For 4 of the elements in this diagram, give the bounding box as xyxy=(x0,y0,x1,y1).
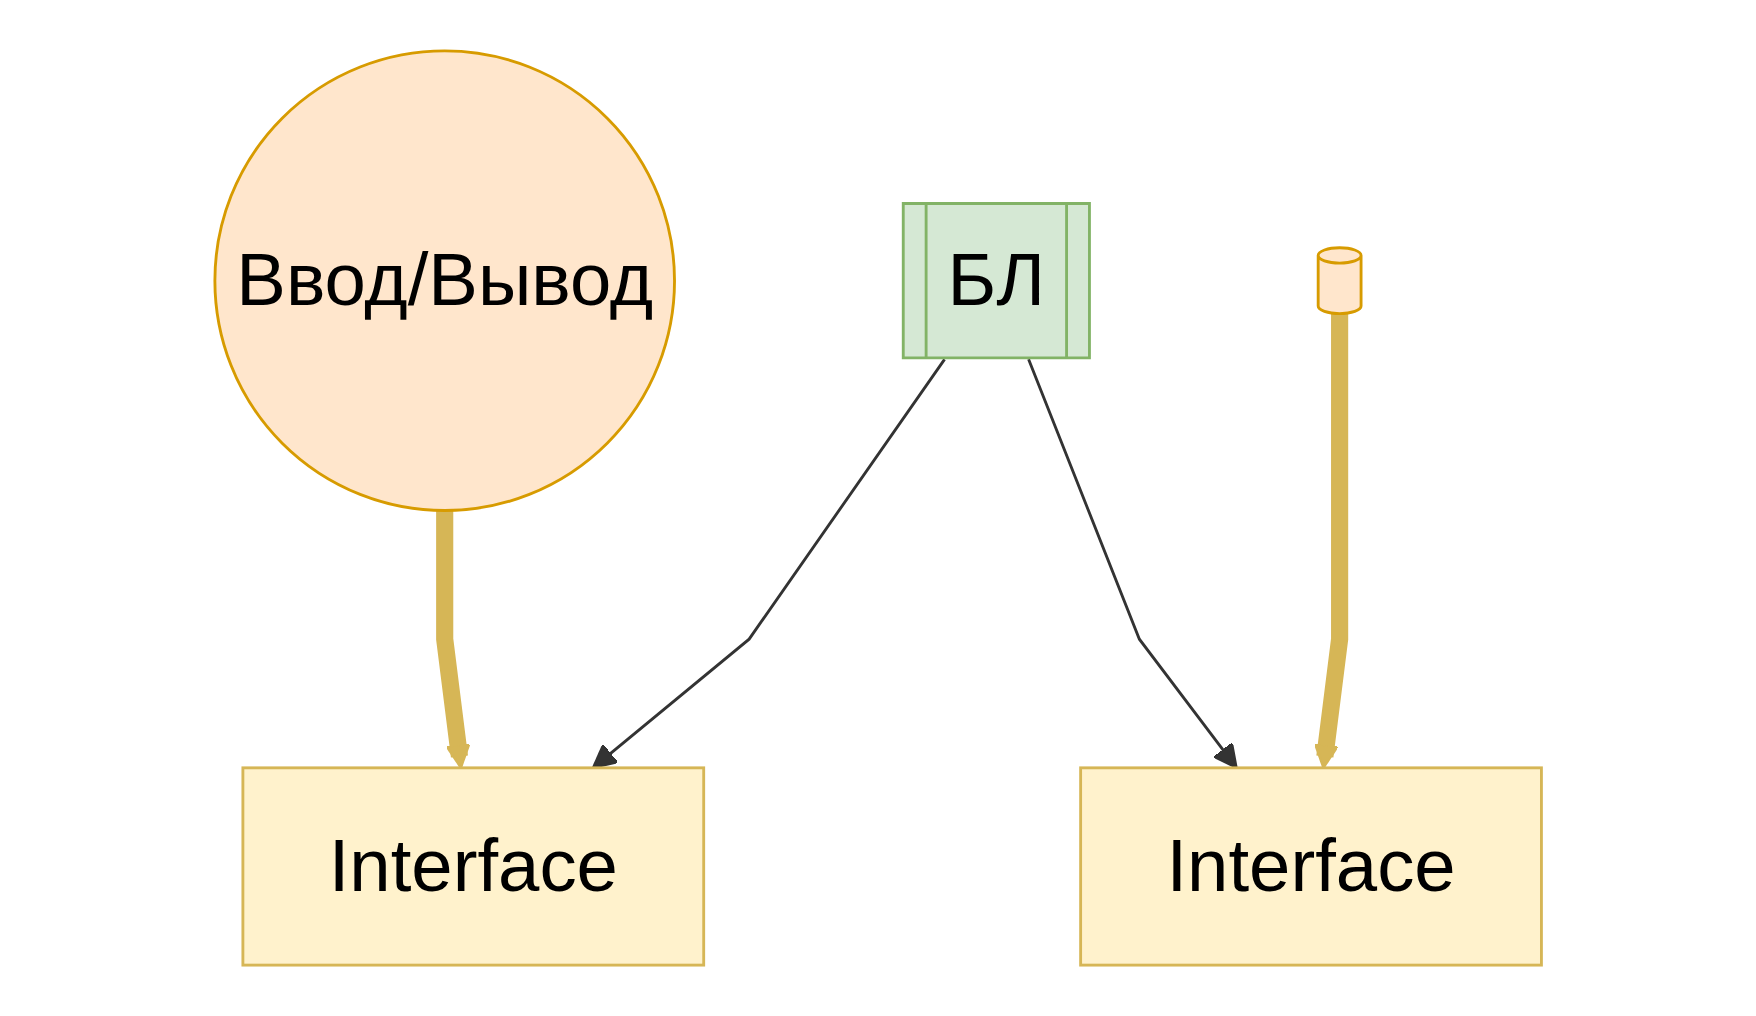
node-cylinder xyxy=(1316,246,1363,316)
node-box: Interface xyxy=(1079,766,1543,967)
node-circle: Ввод/Вывод xyxy=(213,49,676,512)
node-box: Interface xyxy=(241,766,705,967)
